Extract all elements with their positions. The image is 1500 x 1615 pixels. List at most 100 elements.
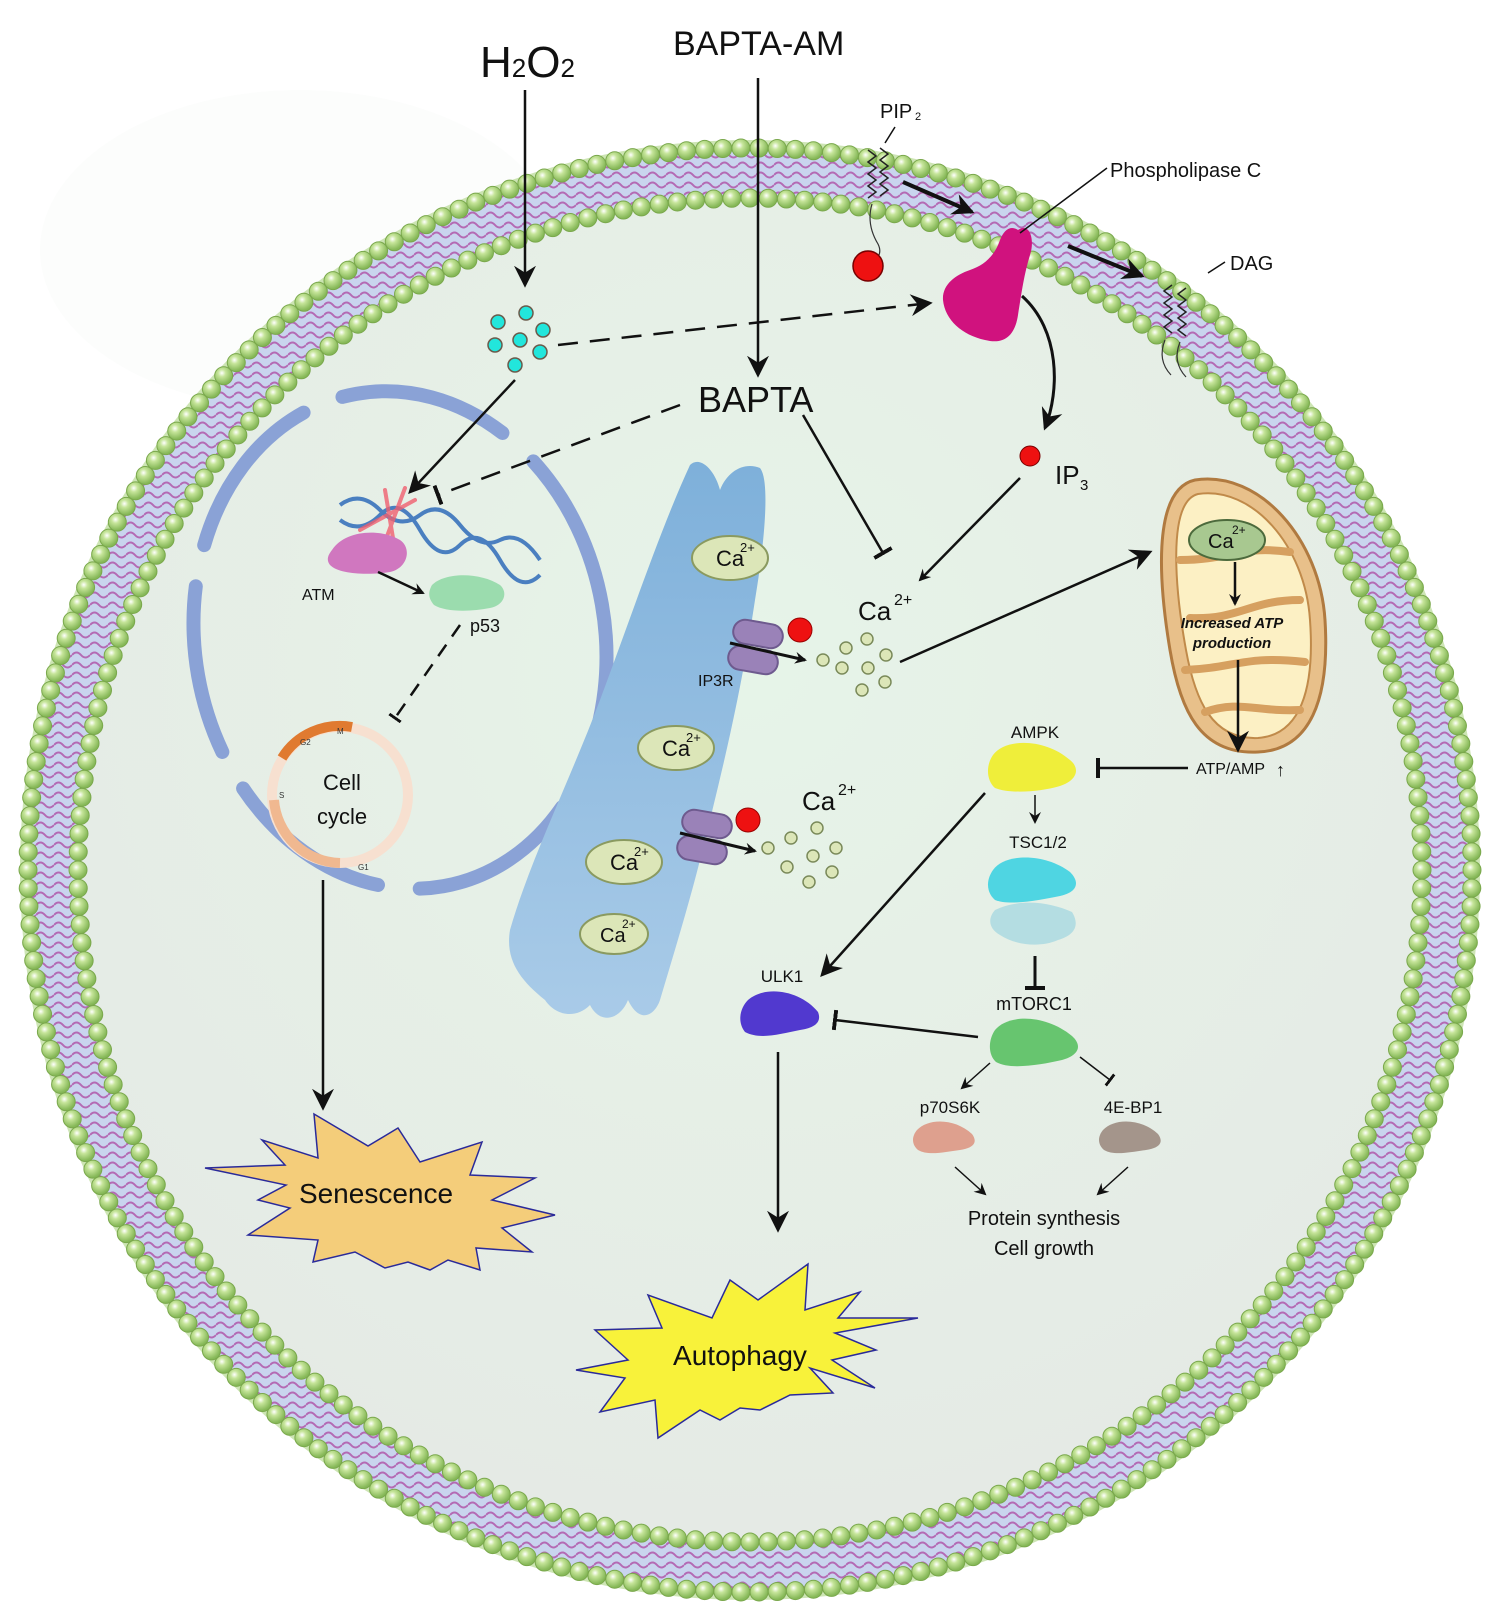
plc-to-ip3-arrow — [1020, 294, 1063, 431]
lipid-head — [1175, 348, 1195, 368]
lipid-head — [1006, 1477, 1026, 1497]
molecule-dot — [802, 875, 816, 889]
ampk-protein — [987, 742, 1076, 792]
lipid-head — [155, 1191, 175, 1211]
lipid-head — [1306, 1222, 1326, 1242]
nuclear-envelope — [186, 384, 614, 896]
lipid-head — [704, 1531, 724, 1551]
lipid-head — [749, 1582, 769, 1602]
lipid-head — [569, 158, 589, 178]
lipid-head — [1132, 314, 1152, 334]
lipid-head — [1406, 951, 1426, 971]
lipid-head — [534, 168, 554, 188]
ulk1-protein — [740, 991, 820, 1036]
ip3-label: IP — [1055, 460, 1080, 490]
lipid-head — [135, 1254, 155, 1274]
lipid-head — [70, 915, 90, 935]
lipid-head — [1286, 1252, 1306, 1272]
lipid-head — [1447, 1004, 1467, 1024]
lipid-head — [1364, 496, 1384, 516]
lipid-head — [1215, 385, 1235, 405]
4ebp1-label: 4E-BP1 — [1104, 1098, 1163, 1117]
lipid-head — [308, 1439, 328, 1459]
molecule-dot — [512, 332, 528, 348]
dag-label: DAG — [1230, 253, 1273, 275]
lipid-head — [972, 229, 992, 249]
lipid-head — [69, 594, 89, 614]
lipid-head — [1266, 1354, 1286, 1374]
lipid-head — [138, 561, 158, 581]
dag-lipid — [1161, 261, 1226, 378]
lipid-head — [740, 188, 760, 208]
lipid-head — [1397, 1159, 1417, 1179]
lipid-head — [1404, 1143, 1424, 1163]
lipid-head — [194, 1252, 214, 1272]
lipid-head — [713, 139, 733, 159]
lipid-head — [378, 294, 398, 314]
lipid-head — [1460, 914, 1480, 934]
lipid-head — [884, 1516, 904, 1536]
lipid-head — [1055, 266, 1075, 286]
ca-charge: 2+ — [838, 782, 856, 799]
lipid-head — [62, 1109, 82, 1129]
lipid-head — [80, 987, 100, 1007]
lipid-head — [228, 425, 248, 445]
lipid-head — [1462, 860, 1482, 880]
lipid-head — [1228, 398, 1248, 418]
lipid-head — [74, 951, 94, 971]
increase-arrow-icon: ↑ — [1276, 760, 1285, 780]
lipid-head — [56, 1092, 76, 1112]
lipid-head — [1290, 1327, 1310, 1347]
lipid-head — [1086, 284, 1106, 304]
lipid-head — [458, 1470, 478, 1490]
lipid-head — [920, 1508, 940, 1528]
ca-label: Ca — [600, 925, 626, 947]
lipid-head — [394, 284, 414, 304]
lipid-head — [116, 1109, 136, 1129]
lipid-head — [1127, 250, 1147, 270]
lipid-head — [491, 236, 511, 256]
lipid-head — [69, 1126, 89, 1146]
lipid-head — [1313, 1299, 1333, 1319]
lipid-head — [1418, 611, 1438, 631]
lipid-head — [623, 1572, 643, 1592]
lipid-head — [1214, 315, 1234, 335]
lipid-head — [92, 1040, 112, 1060]
lipid-head — [1429, 1074, 1449, 1094]
lipid-head — [1186, 292, 1206, 312]
lipid-head — [1373, 1208, 1393, 1228]
lipid-head — [323, 271, 343, 291]
lipid-head — [1411, 1126, 1431, 1146]
lipid-head — [1102, 294, 1122, 314]
lipid-head — [363, 1416, 383, 1436]
lipid-head — [1157, 1449, 1177, 1469]
lipid-head — [821, 1577, 841, 1597]
ca-label: Ca — [662, 736, 691, 761]
lipid-head — [240, 411, 260, 431]
lipid-head — [989, 1484, 1009, 1504]
lipid-head — [1403, 751, 1423, 771]
lipid-head — [41, 1040, 61, 1060]
lipid-head — [1202, 1348, 1222, 1368]
tsc-protein-top — [987, 857, 1076, 903]
lipid-head — [164, 514, 184, 534]
lipid-head — [776, 1531, 796, 1551]
bapta-label: BAPTA — [698, 379, 813, 420]
lipid-head — [174, 498, 194, 518]
ip3-bound — [735, 807, 761, 833]
cell-growth-label: Cell growth — [994, 1238, 1094, 1260]
lipid-head — [291, 360, 311, 380]
phospholipase-c-protein — [942, 228, 1032, 342]
lipid-head — [1411, 594, 1431, 614]
ros-cluster — [487, 305, 551, 373]
lipid-head — [20, 914, 40, 934]
lipid-head — [1313, 421, 1333, 441]
cytosolic-calcium-cluster — [761, 821, 843, 889]
cell-cycle-icon: M G2 S G1 — [267, 720, 413, 872]
molecule-dot — [806, 849, 820, 863]
lipid-head — [972, 1491, 992, 1511]
ip3-bound — [787, 617, 813, 643]
lipid-head — [353, 250, 373, 270]
lipid-head — [26, 752, 46, 772]
lipid-head — [500, 179, 520, 199]
